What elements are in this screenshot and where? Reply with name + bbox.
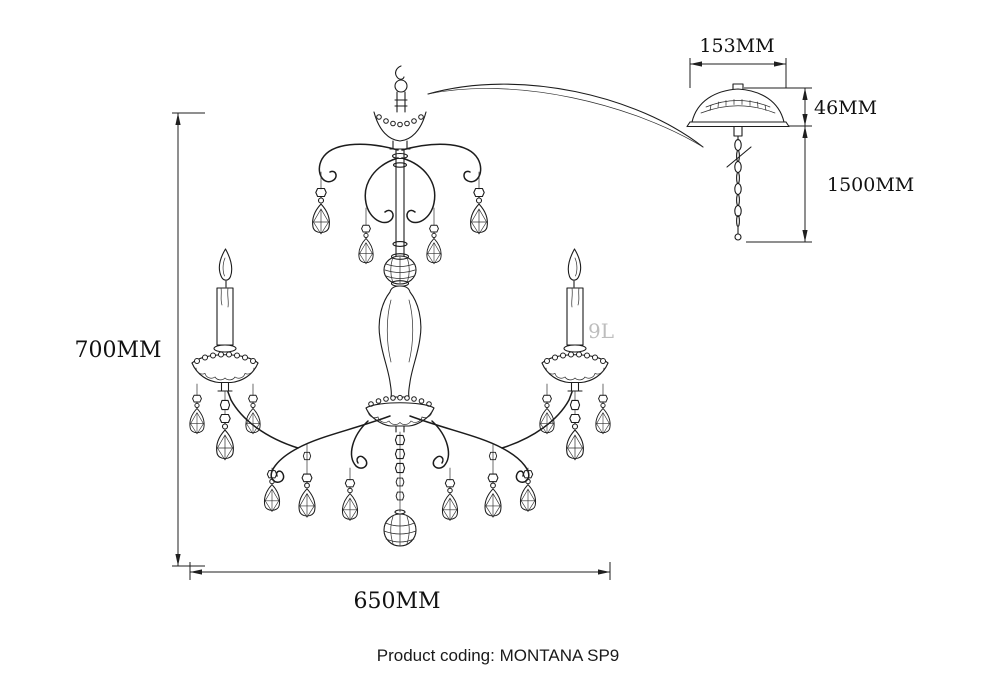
lower-arm-left bbox=[228, 392, 390, 521]
canopy-width-label: 153MM bbox=[699, 35, 774, 57]
chandelier-drawing bbox=[190, 65, 610, 547]
hanging-chain bbox=[726, 138, 752, 241]
candle-left bbox=[190, 249, 260, 460]
central-column bbox=[378, 148, 422, 398]
lamp-count-watermark: 9L bbox=[588, 319, 614, 343]
fixture-height-label: 700MM bbox=[74, 338, 161, 363]
leader-curve bbox=[427, 83, 704, 148]
crown-bobeche bbox=[373, 111, 427, 150]
fixture-width-label: 650MM bbox=[353, 589, 440, 614]
dim-canopy-height: 46MM 1500MM bbox=[744, 87, 914, 243]
dim-fixture-width: 650MM bbox=[189, 562, 611, 614]
upper-arm-right bbox=[402, 144, 487, 264]
lower-arm-right bbox=[410, 392, 572, 521]
chain-length-label: 1500MM bbox=[827, 174, 914, 196]
upper-arm-left bbox=[313, 144, 398, 264]
center-drop-chain bbox=[383, 431, 417, 547]
lower-collar bbox=[365, 394, 435, 433]
candle-right bbox=[540, 249, 610, 460]
ceiling-canopy bbox=[686, 83, 790, 141]
product-coding-text: Product coding: MONTANA SP9 bbox=[377, 646, 620, 665]
dim-canopy-width: 153MM bbox=[689, 35, 787, 88]
top-hook bbox=[394, 65, 408, 113]
canopy-height-label: 46MM bbox=[814, 97, 877, 119]
dim-fixture-height: 700MM bbox=[74, 112, 205, 567]
